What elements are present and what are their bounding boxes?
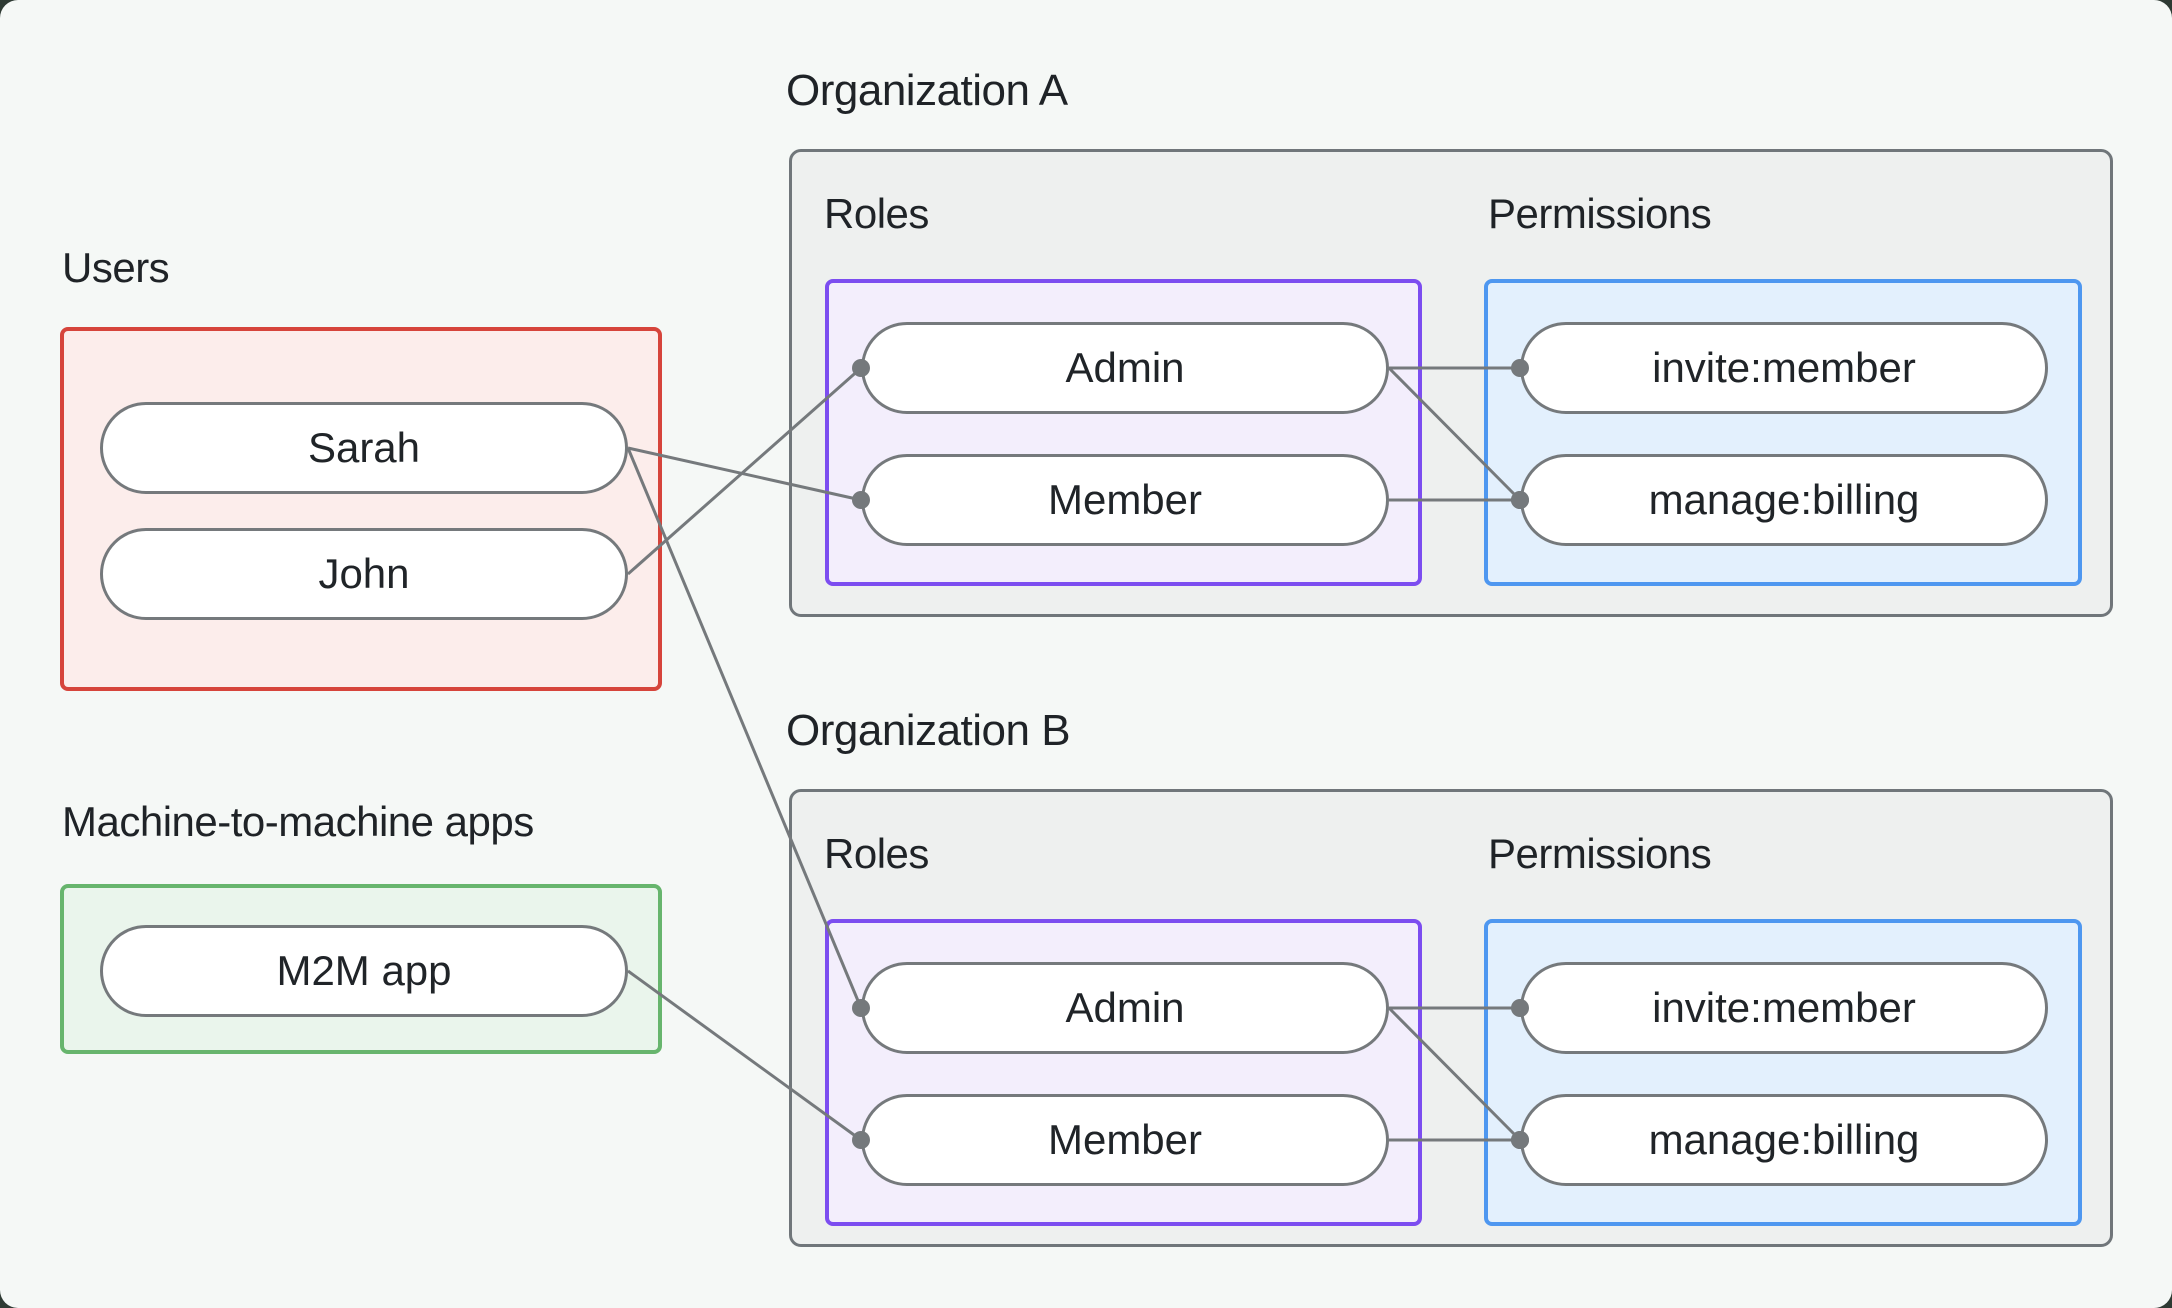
- m2m-app-node: M2M app: [100, 925, 628, 1017]
- org-b-role-admin: Admin: [861, 962, 1389, 1054]
- org-a-title: Organization A: [786, 66, 1068, 115]
- m2m-section-label: Machine-to-machine apps: [62, 798, 534, 845]
- org-b-permissions-label: Permissions: [1488, 830, 1712, 877]
- users-section-label: Users: [62, 244, 170, 291]
- org-a-role-member: Member: [861, 454, 1389, 546]
- user-node-john: John: [100, 528, 628, 620]
- org-b-permission-manage-billing: manage:billing: [1520, 1094, 2048, 1186]
- user-node-sarah: Sarah: [100, 402, 628, 494]
- org-a-permission-invite-member: invite:member: [1520, 322, 2048, 414]
- org-b-permission-invite-member: invite:member: [1520, 962, 2048, 1054]
- users-group-box: [60, 327, 662, 691]
- org-b-title: Organization B: [786, 706, 1071, 755]
- org-b-roles-label: Roles: [824, 830, 929, 877]
- org-a-permissions-label: Permissions: [1488, 190, 1712, 237]
- org-a-roles-label: Roles: [824, 190, 929, 237]
- org-a-role-admin: Admin: [861, 322, 1389, 414]
- org-a-permission-manage-billing: manage:billing: [1520, 454, 2048, 546]
- org-b-role-member: Member: [861, 1094, 1389, 1186]
